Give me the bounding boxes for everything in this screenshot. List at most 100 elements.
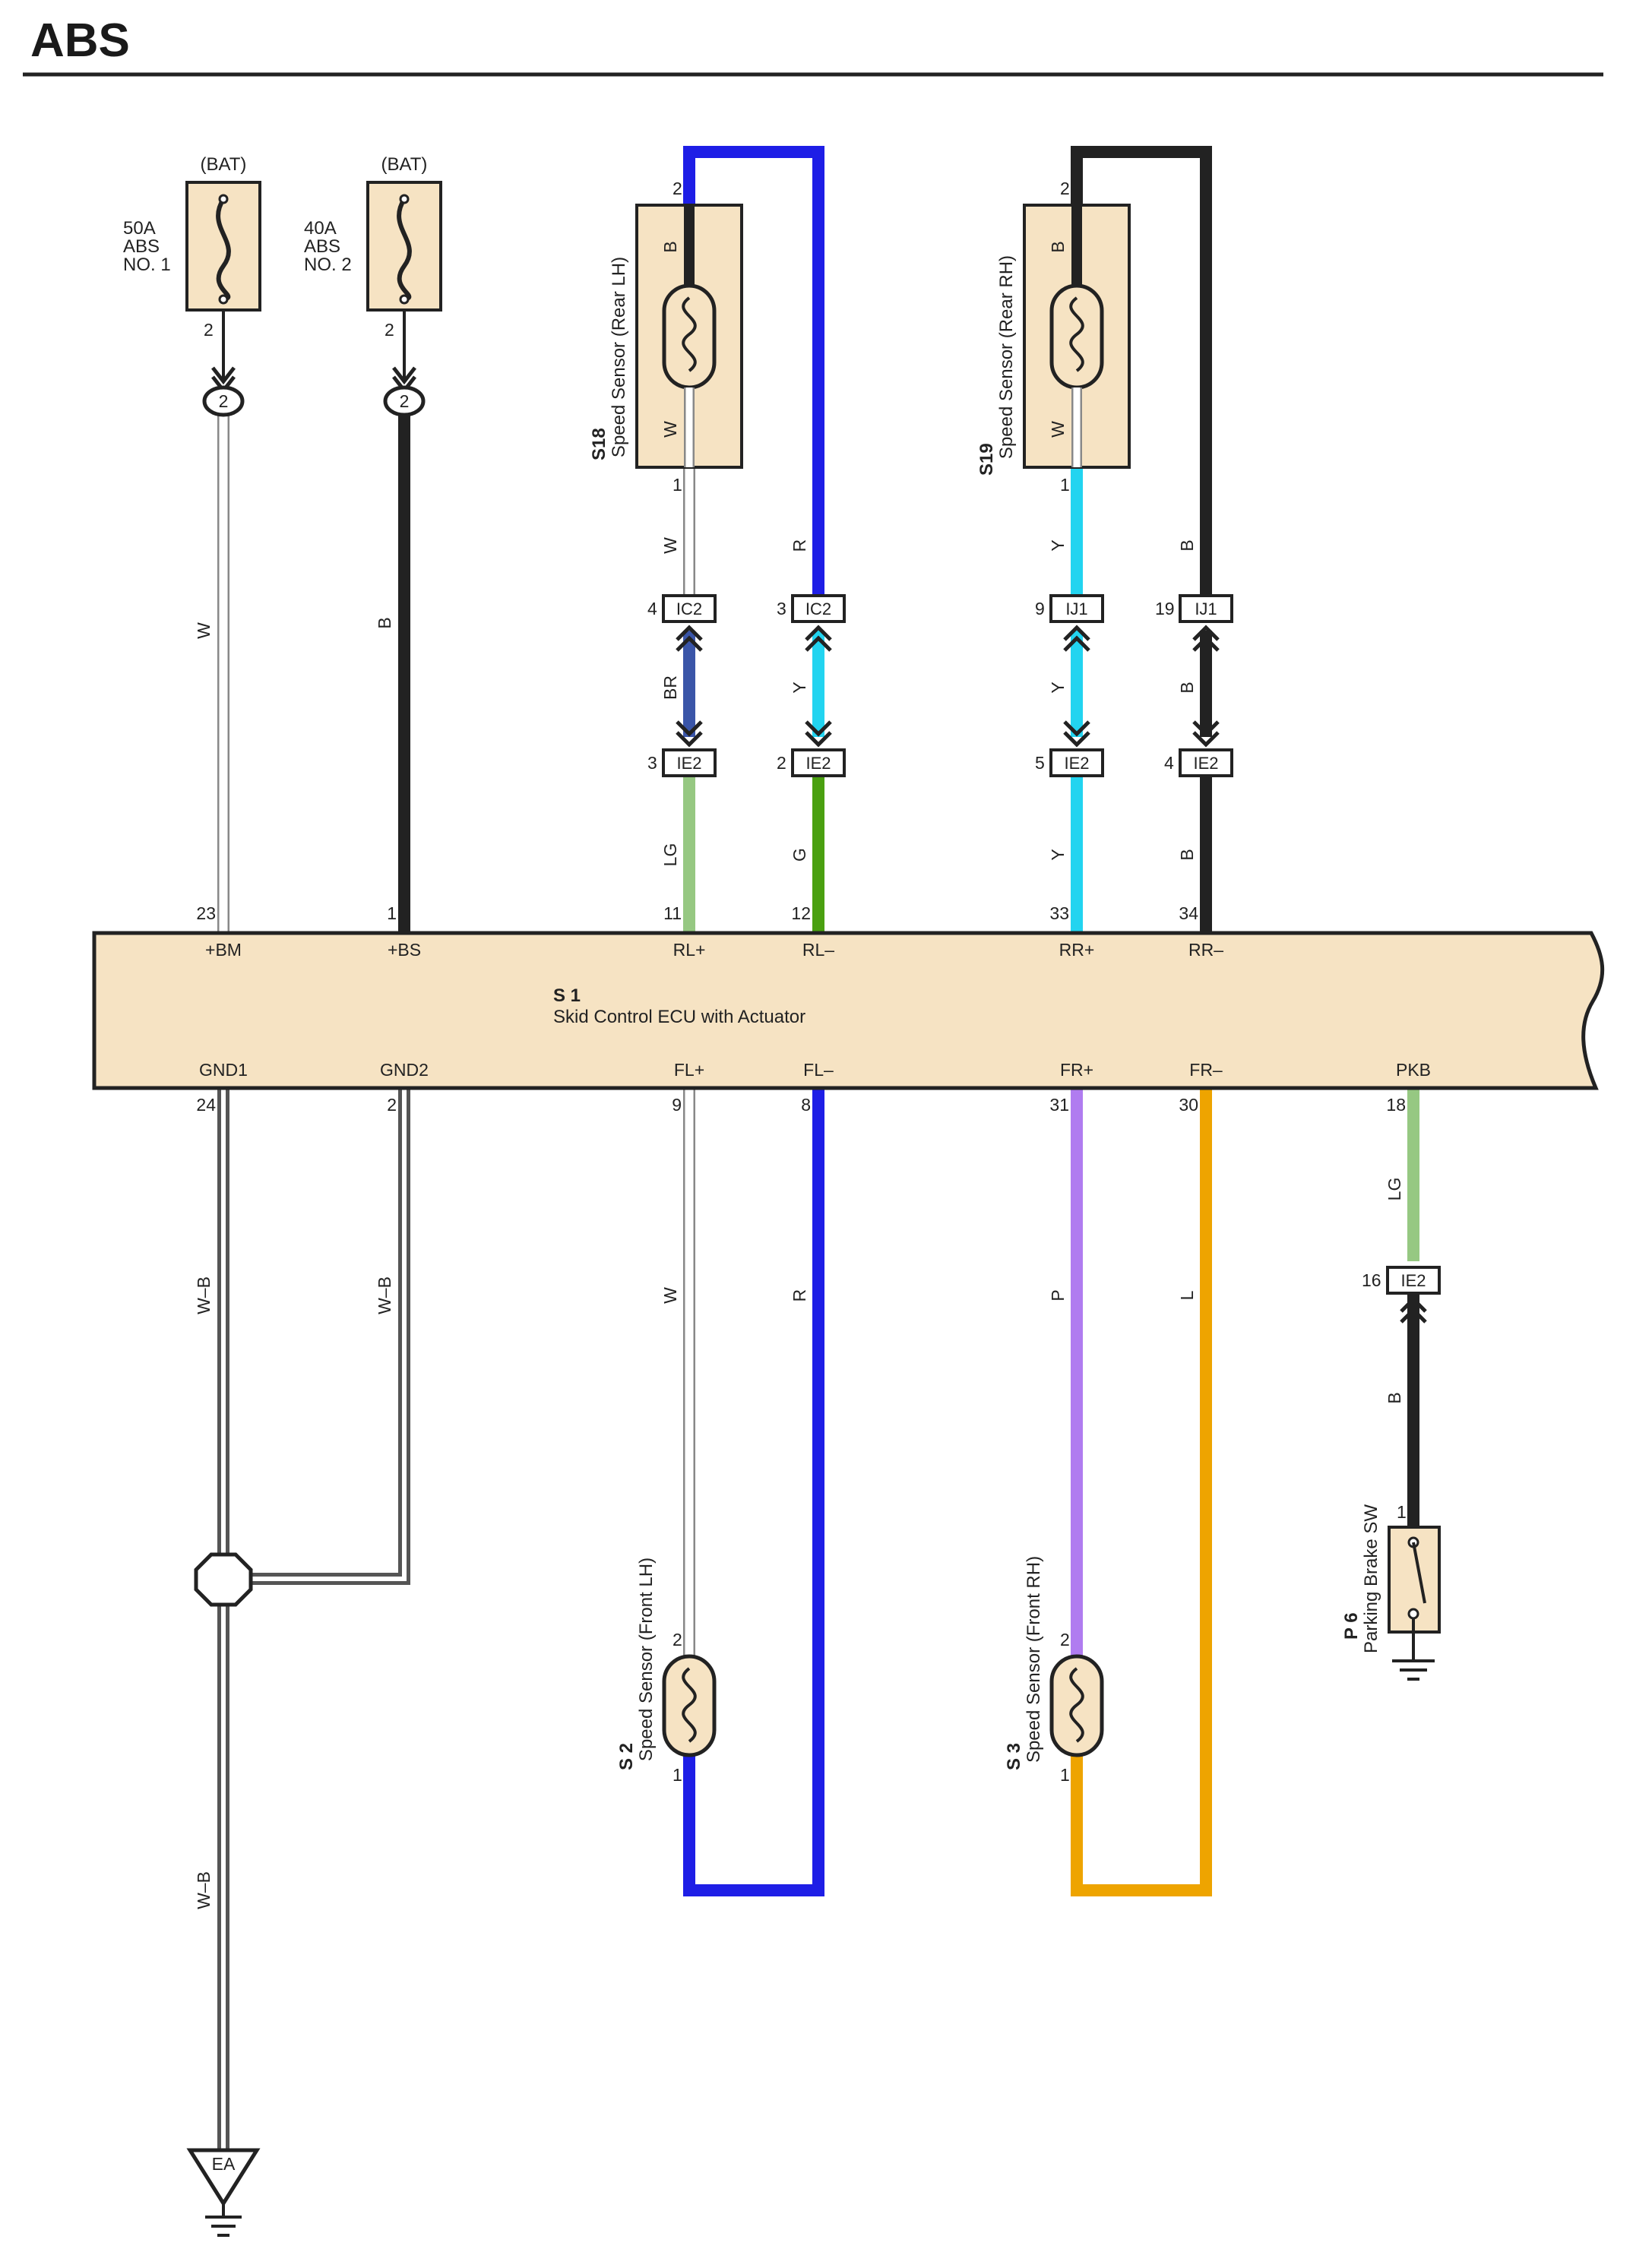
ecu-pin-frp-num: 31 — [1049, 1095, 1069, 1115]
sensor-front-lh: 2 1 Speed Sensor (Front LH) S 2 — [616, 1558, 717, 1785]
ecu-pin-rrm-label: RR– — [1188, 940, 1223, 960]
connector-ie2-rr-plus: IE2 5 — [1035, 720, 1104, 777]
sensor-rr-code: S19 — [976, 443, 997, 476]
sensor-rear-rh: 2 1 B W Speed Sensor (Rear RH) S19 — [976, 179, 1131, 495]
page-title: ABS — [30, 14, 130, 67]
sensor-fl-pin-top: 2 — [673, 1630, 682, 1649]
wl-rr-plus-lower: Y — [1048, 849, 1068, 860]
ecu-pin-flp-label: FL+ — [674, 1060, 704, 1080]
fuse1-pin: 2 — [204, 320, 214, 340]
fuse1-name1: ABS — [123, 236, 160, 257]
fuse2-rating: 40A — [304, 218, 337, 239]
splice-point — [194, 1552, 253, 1607]
ecu-pin-flm-num: 8 — [801, 1095, 811, 1115]
ecu-pin-rlp-label: RL+ — [673, 940, 706, 960]
ground-triangle-icon — [186, 2148, 261, 2207]
fuse-icon — [397, 198, 412, 302]
ecu-pin-bs-label: +BS — [388, 940, 421, 960]
wire-label-bs: B — [375, 617, 394, 628]
sensor-rr-top-color: B — [1048, 241, 1068, 252]
connector-id: IC2 — [805, 599, 831, 618]
wl-gnd2: W–B — [375, 1276, 394, 1314]
wl-gnd1-upper: W–B — [194, 1276, 214, 1314]
wire-fl-minus — [683, 1086, 824, 1896]
ground-label: EA — [212, 2154, 236, 2174]
wire-gnd2 — [223, 1086, 410, 1585]
connector-pin: 3 — [777, 599, 786, 618]
connector-ie2-pkb: IE2 16 — [1362, 1266, 1441, 1324]
ecu-pin-bs-num: 1 — [387, 903, 397, 923]
ecu-pin-flp-num: 9 — [672, 1095, 682, 1115]
connector-pin: 16 — [1362, 1270, 1381, 1290]
fuse1-source: (BAT) — [201, 154, 247, 175]
wl-rr-plus-upper: Y — [1048, 539, 1068, 551]
wl-rr-plus-mid: Y — [1048, 682, 1068, 693]
fuse-abs-no2: (BAT) 40A ABS NO. 2 2 2 B — [304, 154, 442, 629]
ecu-pin-flm-label: FL– — [803, 1060, 834, 1080]
ecu-skid-control: S 1 Skid Control ECU with Actuator +BM 2… — [92, 903, 1605, 1115]
sensor-rl-pin-top: 2 — [673, 179, 682, 198]
ecu-pin-frm-label: FR– — [1189, 1060, 1223, 1080]
wl-rr-minus-mid: B — [1177, 682, 1197, 693]
connector-arrow-icon — [1192, 720, 1220, 748]
fuse2-source: (BAT) — [381, 154, 428, 175]
connector-arrow-icon — [676, 625, 703, 652]
fuse-abs-no1: (BAT) 50A ABS NO. 1 2 2 W — [123, 154, 261, 639]
ecu-pin-rlm-label: RL– — [802, 940, 834, 960]
sensor-rl-pin-bottom: 1 — [673, 475, 682, 495]
wl-gnd1-lower: W–B — [194, 1871, 214, 1909]
wires — [217, 146, 1419, 2150]
wire-rr-minus-upper — [1071, 146, 1212, 604]
ecu-pin-frp-label: FR+ — [1060, 1060, 1093, 1080]
connector-pin: 5 — [1035, 753, 1045, 773]
sensor-rr-name: Speed Sensor (Rear RH) — [996, 255, 1017, 459]
sensor-fl-name: Speed Sensor (Front LH) — [636, 1558, 657, 1761]
sensor-fr-pin-top: 2 — [1060, 1630, 1070, 1649]
connector-arrow-icon — [805, 720, 832, 748]
sensor-front-rh: 2 1 Speed Sensor (Front RH) S 3 — [1004, 1556, 1104, 1785]
ecu-code: S 1 — [553, 985, 581, 1006]
connector-ij1-rr-plus: IJ1 9 — [1035, 594, 1104, 652]
wl-rl-minus-mid: Y — [790, 682, 809, 693]
pkb-pin: 1 — [1397, 1502, 1407, 1522]
parking-brake-switch: 1 Parking Brake SW P 6 — [1341, 1502, 1441, 1681]
connector-ic2-rl-minus: IC2 3 — [777, 594, 846, 652]
wl-rr-minus-lower: B — [1177, 849, 1197, 860]
wire-fr-minus — [1071, 1086, 1212, 1896]
wl-rl-minus-lower: G — [790, 848, 809, 862]
sensor-rl-name: Speed Sensor (Rear LH) — [609, 257, 629, 457]
connector-pin: 4 — [647, 599, 657, 618]
connector-pin: 19 — [1155, 599, 1175, 618]
connector-ie2-rl-minus: IE2 2 — [777, 720, 846, 777]
fuse1-rating: 50A — [123, 218, 156, 239]
wl-fr-plus: P — [1048, 1289, 1068, 1301]
sensor-fl-code: S 2 — [616, 1743, 637, 1770]
pkb-name: Parking Brake SW — [1361, 1504, 1381, 1653]
ecu-pin-gnd2-num: 2 — [387, 1095, 397, 1115]
ecu-pin-rrp-num: 33 — [1049, 903, 1069, 923]
sensor-rl-top-color: B — [660, 241, 680, 252]
connector-id: IJ1 — [1195, 599, 1217, 618]
connector-arrow-icon — [1063, 625, 1090, 652]
connector-pin: 3 — [647, 753, 657, 773]
ecu-pin-gnd2-label: GND2 — [380, 1060, 429, 1080]
sensor-rr-bottom-color: W — [1048, 421, 1068, 438]
ecu-pin-gnd1-num: 24 — [196, 1095, 216, 1115]
connector-pin: 9 — [1035, 599, 1045, 618]
connector-arrow-icon — [676, 720, 703, 748]
wl-pkb-lower: B — [1385, 1392, 1404, 1403]
ecu-pin-rlp-num: 11 — [663, 903, 682, 923]
switch-icon — [1412, 1542, 1426, 1604]
connector-ie2-rr-minus: IE2 4 — [1164, 720, 1233, 777]
ecu-pin-rrp-label: RR+ — [1059, 940, 1095, 960]
wl-rr-minus-upper: B — [1177, 539, 1197, 551]
coil-icon — [1049, 283, 1104, 390]
wl-fr-minus: L — [1177, 1290, 1197, 1300]
ecu-pin-pkb-label: PKB — [1396, 1060, 1431, 1080]
junction1-label: 2 — [219, 391, 229, 411]
wl-rl-plus-mid: BR — [660, 675, 680, 700]
junction2-label: 2 — [400, 391, 410, 411]
pkb-code: P 6 — [1341, 1612, 1362, 1640]
connector-id: IJ1 — [1065, 599, 1087, 618]
coil-icon — [662, 283, 717, 390]
